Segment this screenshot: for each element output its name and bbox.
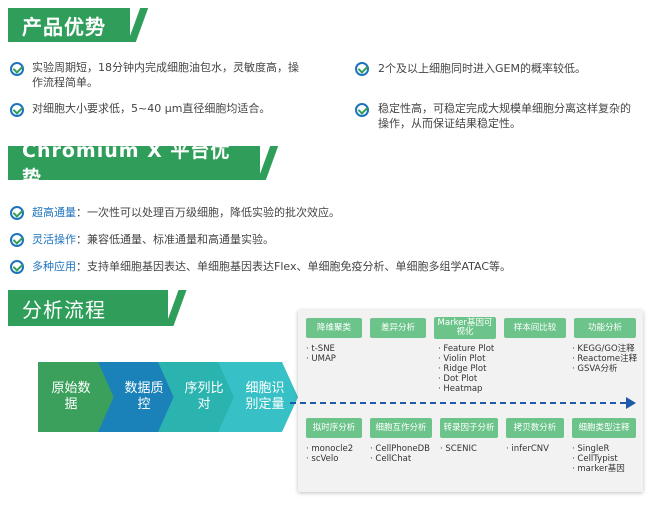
- analysis-tag: 拟时序分析: [306, 418, 362, 438]
- workflow-step-label: 原始数据: [51, 381, 91, 412]
- section-title: 分析流程: [8, 290, 168, 326]
- section-title: 产品优势: [8, 8, 130, 42]
- advantage-desc: ：兼容低通量、标准通量和高通量实验。: [76, 233, 274, 246]
- section-banner-analysis-workflow: 分析流程: [8, 290, 187, 326]
- section-title: Chromium X 平台优势: [8, 140, 260, 189]
- workflow-step-label: 序列比对: [184, 381, 224, 412]
- analysis-items: · t-SNE · UMAP: [306, 344, 336, 364]
- analysis-tag: 差异分析: [370, 318, 426, 338]
- platform-advantage: 超高通量：一次性可以处理百万级细胞，降低实验的批次效应。: [32, 205, 632, 220]
- workflow-step-label: 数据质控: [124, 381, 164, 412]
- advantage-text: 稳定性高，可稳定完成大规模单细胞分离这样复杂的操作，从而保证结果稳定性。: [378, 102, 631, 130]
- platform-advantage: 多种应用：支持单细胞基因表达、单细胞基因表达Flex、单细胞免疫分析、单细胞多组…: [32, 259, 642, 274]
- analysis-tag: 降维聚类: [306, 318, 362, 338]
- advantage-desc: ：支持单细胞基因表达、单细胞基因表达Flex、单细胞免疫分析、单细胞多组学ATA…: [76, 260, 512, 273]
- analysis-tag: 细胞互作分析: [370, 418, 432, 438]
- analysis-items: · SCENIC: [440, 444, 477, 454]
- advantage-text: 2个及以上细胞同时进入GEM的概率较低。: [378, 62, 586, 75]
- advantage-text: 实验周期短，18分钟内完成细胞油包水，灵敏度高，操作流程简单。: [32, 61, 299, 89]
- analysis-tag: 功能分析: [574, 318, 636, 338]
- check-circle-icon: [10, 62, 24, 76]
- check-circle-icon: [10, 103, 24, 117]
- workflow-step-raw-data: 原始数据: [38, 362, 116, 432]
- workflow-step-label: 细胞识别定量: [245, 381, 285, 412]
- advantage-key: 多种应用: [32, 260, 76, 273]
- check-circle-icon: [10, 233, 24, 247]
- banner-slash-decoration: [257, 146, 279, 180]
- analysis-tag: Marker基因可视化: [434, 317, 496, 339]
- workflow-step-qc: 数据质控: [98, 362, 176, 432]
- advantage-desc: ：一次性可以处理百万级细胞，降低实验的批次效应。: [76, 206, 340, 219]
- platform-advantage: 灵活操作：兼容低通量、标准通量和高通量实验。: [32, 232, 632, 247]
- analysis-items: · monocle2 · scVelo: [306, 444, 354, 464]
- advantage-key: 超高通量: [32, 206, 76, 219]
- analysis-items: · Feature Plot · Violin Plot · Ridge Plo…: [438, 344, 495, 394]
- banner-slash-decoration: [127, 8, 149, 42]
- section-banner-chromium-x: Chromium X 平台优势: [8, 140, 279, 189]
- analysis-items: · SingleR · CellTypist · marker基因: [572, 444, 625, 474]
- timeline-dashed-line: [290, 402, 626, 404]
- analysis-panel: 降维聚类 差异分析 Marker基因可视化 样本间比较 功能分析 · t-SNE…: [298, 310, 643, 492]
- analysis-items: · CellPhoneDB · CellChat: [370, 444, 430, 464]
- section-banner-product-advantages: 产品优势: [8, 8, 149, 42]
- check-circle-icon: [355, 62, 369, 76]
- banner-slash-decoration: [165, 290, 187, 326]
- analysis-tag: 细胞类型注释: [572, 418, 636, 438]
- analysis-tag: 拷贝数分析: [506, 418, 564, 438]
- analysis-items: · KEGG/GO注释 · Reactome注释 · GSVA分析: [572, 344, 638, 374]
- analysis-tag: 转录因子分析: [440, 418, 498, 438]
- check-circle-icon: [10, 206, 24, 220]
- check-circle-icon: [10, 260, 24, 274]
- timeline-arrow-head-icon: [626, 397, 636, 409]
- analysis-tag: 样本间比较: [504, 318, 566, 338]
- advantage-text: 对细胞大小要求低，5~40 μm直径细胞均适合。: [32, 102, 271, 115]
- analysis-items: · inferCNV: [506, 444, 549, 454]
- advantage-key: 灵活操作: [32, 233, 76, 246]
- check-circle-icon: [355, 103, 369, 117]
